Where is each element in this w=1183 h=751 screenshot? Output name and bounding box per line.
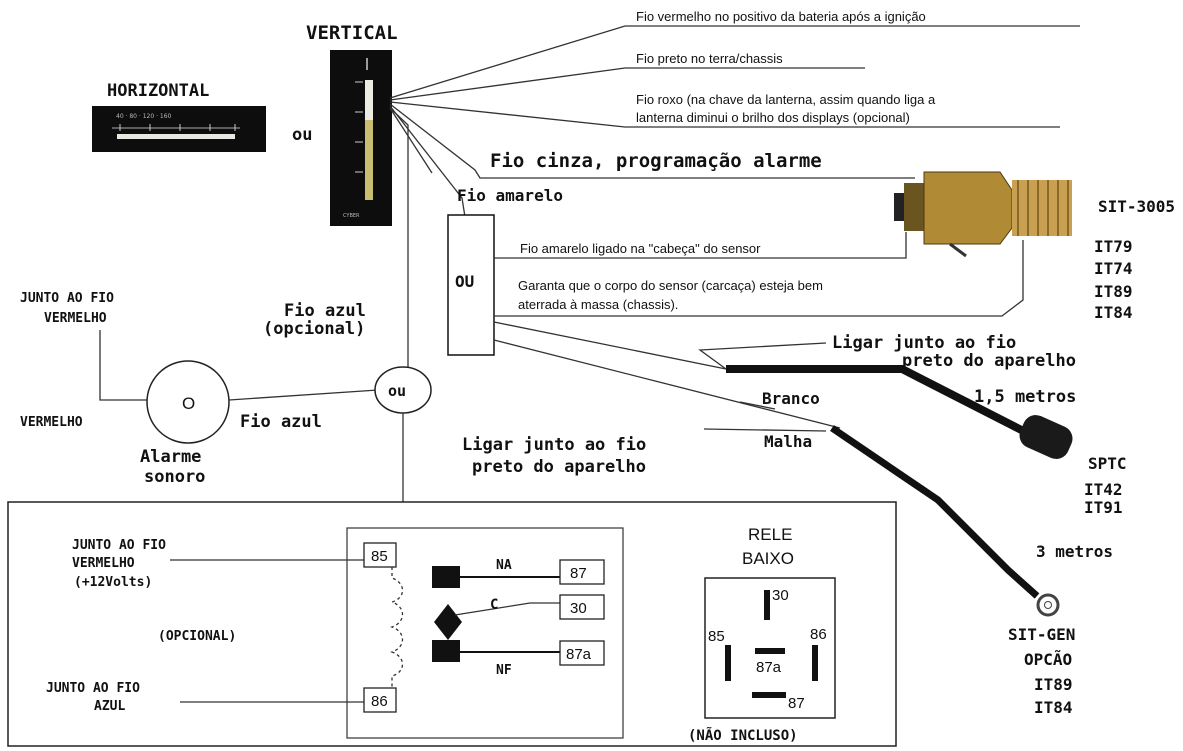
terminal-87a-label: 87a [566, 646, 592, 663]
body-ground-note-line2: aterrada à massa (chassis). [518, 297, 678, 312]
sptc-name: SPTC [1088, 454, 1127, 473]
sptc-connect-line1: Ligar junto ao fio [832, 333, 1016, 353]
pin-85-label: 85 [708, 628, 725, 645]
pin-86 [812, 645, 818, 681]
alarm-name-line2: sonoro [144, 467, 205, 487]
pin-85 [725, 645, 731, 681]
terminal-30-label: 30 [570, 600, 587, 617]
black-wire-note: Fio preto no terra/chassis [636, 51, 783, 66]
relay-optional: (OPCIONAL) [158, 629, 236, 644]
sitgen-alt-2: IT84 [1034, 698, 1073, 717]
sitgen-name: SIT-GEN [1008, 625, 1075, 644]
alarm-blue-wire [228, 389, 379, 401]
purple-wire-note-line2: lanterna diminui o brilho dos displays (… [636, 110, 910, 125]
sensor-alt-2: IT74 [1094, 259, 1133, 278]
purple-wire-note-line1: Fio roxo (na chave da lanterna, assim qu… [636, 92, 936, 107]
alarm-junto-line1: JUNTO AO FIO [20, 291, 114, 306]
contact-nf-block [432, 640, 460, 662]
contact-common-block [434, 604, 462, 640]
blue-optional-line2: (opcional) [263, 319, 365, 339]
pin-87-label: 87 [788, 695, 805, 712]
relay-85-note-line3: (+12Volts) [74, 575, 152, 590]
sensor-alt-1: IT79 [1094, 237, 1133, 256]
pin-30-label: 30 [772, 587, 789, 604]
sit-3005-sensor-image [894, 171, 1072, 258]
red-wire-note: Fio vermelho no positivo da bateria após… [636, 9, 926, 24]
relay-coil [389, 567, 404, 688]
c-label: C [490, 597, 498, 613]
pin-86-label: 86 [810, 626, 827, 643]
sptc-alt-1: IT42 [1084, 480, 1123, 499]
common-wire [454, 602, 560, 616]
sensor-alt-4: IT84 [1094, 303, 1133, 322]
svg-text:40 · 80 · 120 · 160: 40 · 80 · 120 · 160 [116, 113, 172, 120]
sitgen-alt-1: IT89 [1034, 675, 1073, 694]
sitgen-option: OPCÃO [1024, 650, 1072, 669]
terminal-30 [559, 594, 605, 620]
sptc-length: 1,5 metros [974, 387, 1076, 407]
relay-not-included: (NÃO INCLUSO) [688, 727, 798, 744]
pin-87a-label: 87a [756, 659, 782, 676]
vertical-gauge-image: CYBER [330, 50, 392, 226]
terminal-85 [363, 542, 397, 568]
alarm-red-wire [99, 330, 148, 401]
svg-text:CYBER: CYBER [343, 213, 360, 219]
sensor-model-primary: SIT-3005 [1098, 197, 1175, 216]
sensor-or-box [447, 214, 495, 356]
blue-optional-line1: Fio azul [284, 301, 366, 321]
na-label: NA [496, 558, 512, 573]
terminal-86-label: 86 [371, 693, 388, 710]
sensor-wires [494, 232, 1024, 317]
relay-85-note-line2: VERMELHO [72, 556, 135, 571]
alarm-symbol: O [182, 394, 195, 413]
gauge-wires [389, 25, 1080, 367]
terminal-86 [363, 687, 397, 713]
relay-diagram-box [346, 527, 624, 739]
pin-87 [752, 692, 786, 698]
yellow-wire-note: Fio amarelo [457, 186, 563, 205]
terminal-87a [559, 640, 605, 666]
mesh-connect-line2: preto do aparelho [472, 457, 646, 477]
terminal-85-label: 85 [371, 548, 388, 565]
sensor-alt-3: IT89 [1094, 282, 1133, 301]
mesh-label: Malha [764, 432, 812, 451]
relay-frame [7, 501, 897, 747]
alarm-blue-wire-label: Fio azul [240, 412, 322, 432]
terminal-87-label: 87 [570, 565, 587, 582]
alarm-speaker-symbol [146, 360, 230, 444]
relay-below-title-line2: BAIXO [742, 549, 794, 568]
gray-wire-note: Fio cinza, programação alarme [490, 150, 822, 172]
sptc-connect-line2: preto do aparelho [902, 351, 1076, 371]
sensor-or-label: OU [455, 272, 474, 291]
horizontal-gauge-image: 40 · 80 · 120 · 160 [92, 106, 266, 152]
sptc-cables [493, 321, 1073, 617]
gauge-or-label: ou [292, 125, 312, 145]
mesh-connect-line1: Ligar junto ao fio [462, 435, 646, 455]
contact-na-block [432, 566, 460, 588]
alarm-or-label: ou [388, 382, 406, 400]
alarm-junto-line2: VERMELHO [44, 311, 107, 326]
terminal-87 [559, 559, 605, 585]
body-ground-note-line1: Garanta que o corpo do sensor (carcaça) … [518, 278, 823, 293]
sptc-alt-2: IT91 [1084, 498, 1123, 517]
alarm-name-line1: Alarme [140, 447, 201, 467]
alarm-red-label: VERMELHO [20, 415, 83, 430]
mesh-length: 3 metros [1036, 542, 1113, 561]
relay-86-note-line1: JUNTO AO FIO [46, 681, 140, 696]
horizontal-gauge-title: HORIZONTAL [107, 81, 209, 101]
relay-85-note-line1: JUNTO AO FIO [72, 538, 166, 553]
white-wire-label: Branco [762, 389, 820, 408]
relay-86-note-line2: AZUL [94, 699, 125, 714]
vertical-gauge-title: VERTICAL [306, 22, 398, 44]
yellow-head-note: Fio amarelo ligado na "cabeça" do sensor [520, 241, 761, 256]
nf-label: NF [496, 663, 512, 678]
pin-30 [764, 590, 770, 620]
pin-87a [755, 648, 785, 654]
relay-below-title-line1: RELE [748, 525, 792, 544]
